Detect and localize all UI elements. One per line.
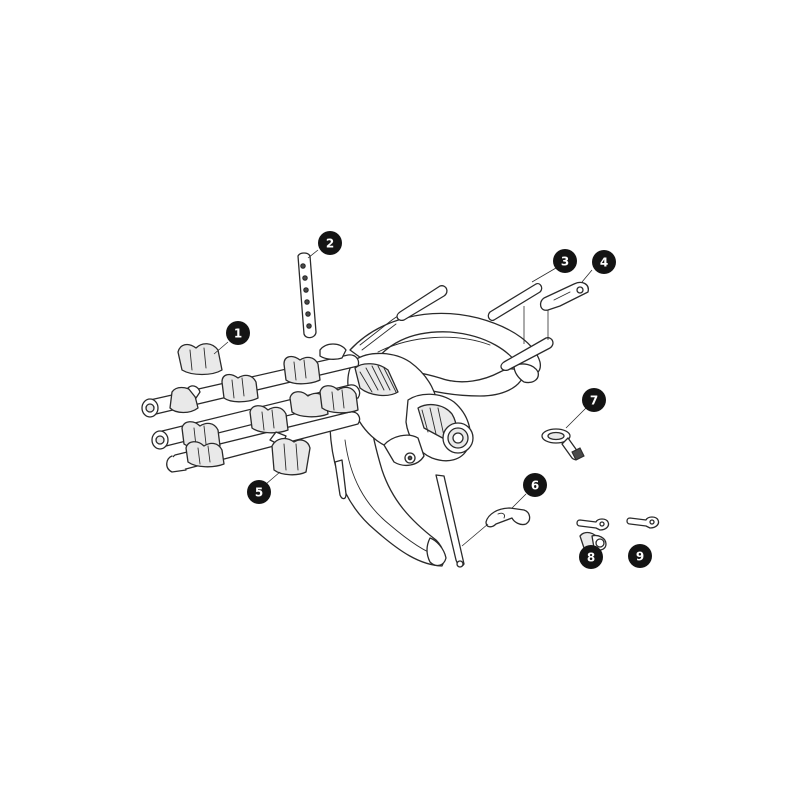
callout-2: 2 xyxy=(318,231,342,255)
part-5-cradle xyxy=(271,437,311,476)
part-7-strap-roll xyxy=(541,428,585,461)
part-3-tube xyxy=(487,282,543,322)
callout-7-label: 7 xyxy=(590,394,598,408)
callout-4-label: 4 xyxy=(600,256,608,270)
callout-3-label: 3 xyxy=(561,255,569,269)
part-4-clip xyxy=(539,281,589,311)
callout-7: 7 xyxy=(582,388,606,412)
part-1-cradle xyxy=(177,343,223,376)
part-9-key xyxy=(626,516,660,529)
callout-3: 3 xyxy=(553,249,577,273)
leader-lines xyxy=(213,249,593,547)
callout-6: 6 xyxy=(523,473,547,497)
part-6-bracket xyxy=(485,507,531,528)
callout-6-label: 6 xyxy=(531,479,539,493)
callout-5: 5 xyxy=(247,480,271,504)
bike-arms xyxy=(141,343,361,473)
callout-1-label: 1 xyxy=(234,327,242,341)
callout-5-label: 5 xyxy=(255,486,263,500)
callout-9: 9 xyxy=(628,544,652,568)
part-2-strap xyxy=(297,252,317,339)
callout-9-label: 9 xyxy=(636,550,644,564)
callout-8-label: 8 xyxy=(587,551,595,565)
callout-4: 4 xyxy=(592,250,616,274)
callout-1: 1 xyxy=(226,321,250,345)
upper-tube xyxy=(396,285,448,322)
callout-8: 8 xyxy=(579,545,603,569)
right-tube xyxy=(500,337,554,372)
rack-frame xyxy=(329,312,541,568)
callout-2-label: 2 xyxy=(326,237,334,251)
